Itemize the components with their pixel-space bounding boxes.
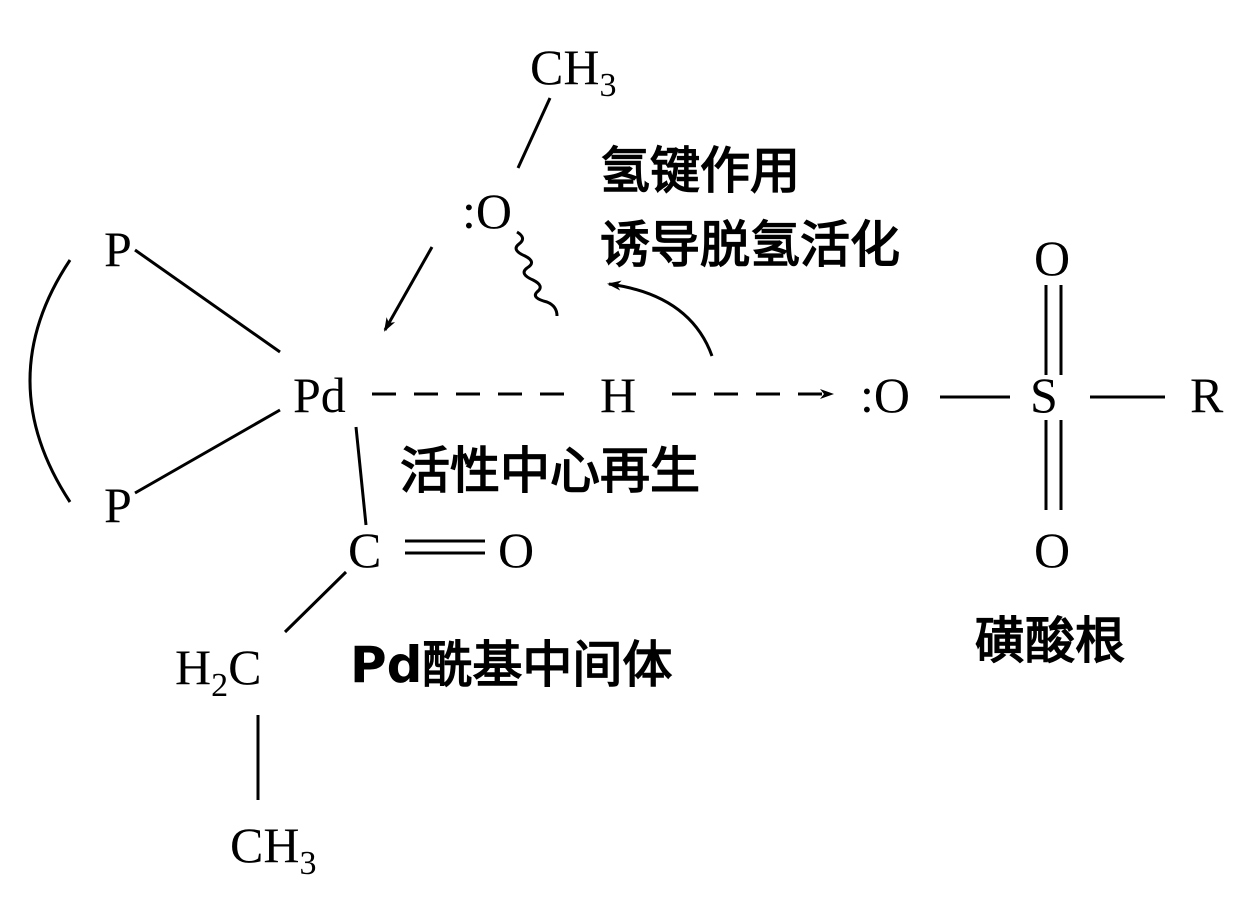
p-pd-bond-bottom xyxy=(134,408,281,495)
label-acyl-intermediate: Pd酰基中间体 xyxy=(350,636,672,694)
phosphorus-top: P xyxy=(104,221,132,277)
oxygen-methanol: :O xyxy=(462,183,512,239)
label-sulfonate: 磺酸根 xyxy=(975,612,1125,670)
methylene: H2C xyxy=(175,639,261,704)
label-hbond-line2: 诱导脱氢活化 xyxy=(600,216,900,274)
curved-arrow xyxy=(607,280,714,357)
hydrogen: H xyxy=(600,367,636,423)
label-hbond-line1: 氢键作用 xyxy=(600,142,800,200)
sulfur: S xyxy=(1030,367,1058,423)
methyl-bottom: CH3 xyxy=(230,817,316,882)
pd-c-bond xyxy=(354,426,368,526)
phosphorus-bottom: P xyxy=(104,477,132,533)
carbonyl-carbon: C xyxy=(348,522,381,578)
coordination-arrow xyxy=(383,246,434,332)
c-ch2-bond xyxy=(283,570,348,634)
c-o-bond xyxy=(516,97,552,169)
palladium: Pd xyxy=(293,367,346,423)
r-group: R xyxy=(1190,367,1224,423)
label-regeneration: 活性中心再生 xyxy=(400,442,700,500)
p-pd-bond-top xyxy=(134,248,281,354)
sulfonyl-o-top: O xyxy=(1034,230,1070,286)
ligand-backbone-arc xyxy=(28,259,72,503)
wavy-hbond xyxy=(514,230,559,317)
methyl-top: CH3 xyxy=(530,39,616,104)
sulfonyl-o-bottom: O xyxy=(1034,522,1070,578)
carbonyl-oxygen: O xyxy=(498,522,534,578)
sulfonate-oxygen: :O xyxy=(860,367,910,423)
